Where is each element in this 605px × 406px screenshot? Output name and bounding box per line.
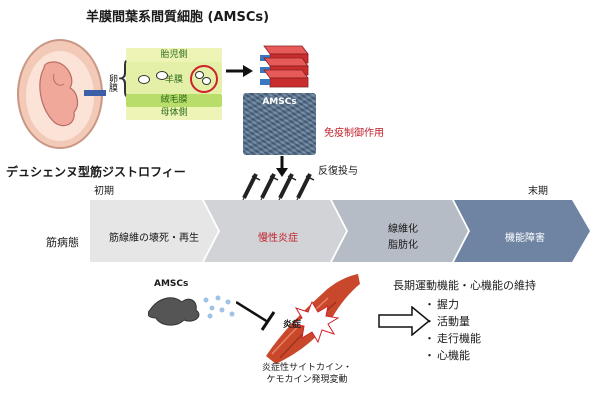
stage-chronic-inflammation: 慢性炎症	[258, 233, 298, 244]
stage-functional-impairment: 機能障害	[505, 233, 545, 244]
layer-fetal-side: 胎児側	[126, 48, 222, 62]
arrow-down-icon	[276, 156, 288, 177]
early-stage-label: 初期	[94, 186, 114, 197]
inflamed-muscle-illustration	[266, 274, 360, 364]
stage-fat-infiltration: 脂肪化	[388, 240, 418, 251]
stage-necrosis-regeneration: 筋線維の壊死・再生	[109, 233, 199, 244]
cytokine-change-text: 炎症性サイトカイン・ ケモカイン発現変動	[261, 363, 352, 385]
disease-title: デュシェンヌ型筋ジストロフィー	[6, 165, 186, 179]
outcome-title: 長期運動機能・心機能の維持	[393, 279, 536, 292]
immunomodulation-label: 免疫制御作用	[324, 128, 384, 139]
outcome-list: 握力 活動量 走行機能 心機能	[437, 296, 481, 364]
list-item: 走行機能	[437, 330, 481, 347]
layer-maternal-side: 母体側	[126, 107, 222, 120]
inflammation-label: 炎症	[283, 320, 302, 330]
cell-ring-icon	[138, 75, 150, 84]
stage-fibrosis: 線維化	[388, 224, 418, 235]
layer-amnion-label: 羊膜	[164, 75, 183, 85]
diagram-title: 羊膜間葉系間質細胞 (AMSCs)	[86, 10, 270, 25]
amnion-membrane-label: 卵膜	[107, 74, 117, 92]
highlight-circle	[190, 65, 218, 93]
amsc-cell-label: AMSCs	[154, 279, 189, 289]
amsc-micrograph-label: AMSCs	[262, 97, 297, 107]
cell-ring-icon	[202, 77, 211, 85]
arrow-right-icon	[226, 65, 253, 77]
amsc-micrograph-image	[243, 93, 316, 155]
repeated-dosing-label: 反復投与	[318, 166, 358, 177]
syringe-icons	[241, 173, 315, 202]
outline-arrow-right-icon	[378, 306, 430, 336]
culture-flask-icon	[260, 45, 309, 88]
cell-ring-icon	[156, 71, 168, 80]
cell-ring-icon	[195, 71, 204, 79]
list-item: 握力	[437, 296, 481, 313]
layer-chorion: 絨毛膜	[126, 94, 222, 107]
disease-progression-arrow	[90, 200, 590, 262]
late-stage-label: 末期	[528, 186, 548, 197]
layer-amnion: 羊膜	[126, 62, 222, 94]
inhibition-line-icon	[236, 300, 276, 331]
list-item: 心機能	[437, 347, 481, 364]
fetus-in-uterus-illustration	[17, 39, 106, 149]
muscle-pathology-label: 筋病態	[46, 236, 79, 249]
list-item: 活動量	[437, 313, 481, 330]
amsc-cell-secretion-icon	[148, 295, 235, 326]
